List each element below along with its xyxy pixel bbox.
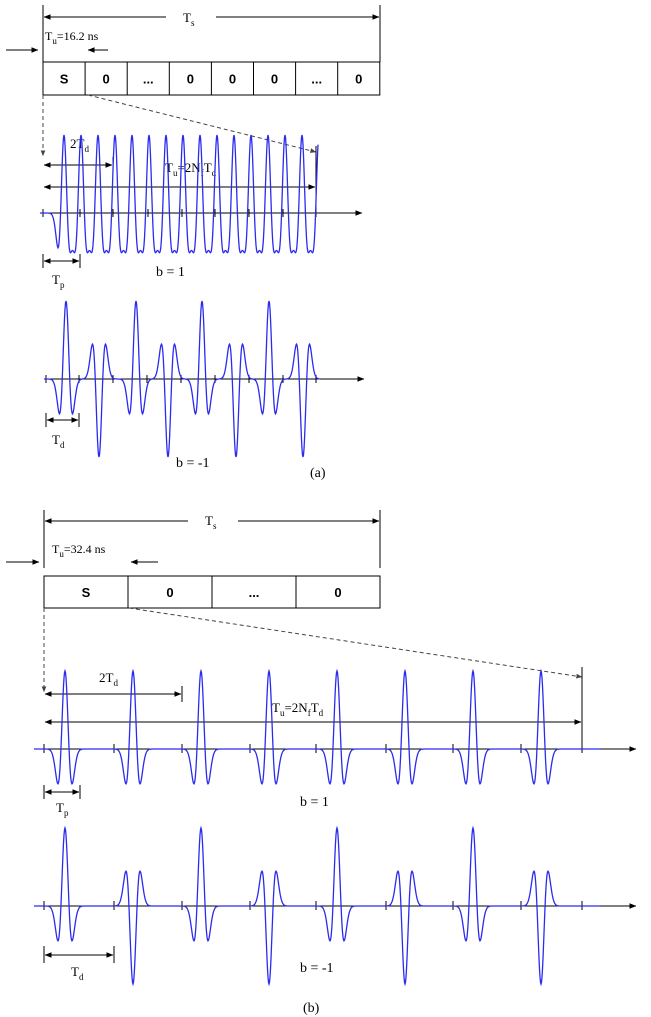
b-tu-label: Tu=32.4 ns [52,542,106,559]
b-td-label: Td [71,964,84,982]
b-caption: (b) [303,1001,320,1016]
b-b-pos-label: b = 1 [300,795,329,810]
a-frame-cell: 0 [103,72,110,87]
a-tu-label: Tu=16.2 ns [45,29,99,46]
b-b1-waveform [34,668,600,785]
b-dashed-right [128,607,583,679]
b-tp-label: Tp [56,800,69,818]
a-caption: (a) [310,466,326,481]
a-frame-cell: 0 [271,72,278,87]
a-bneg-waveform [44,300,320,458]
b-frame: S 0... 0 [43,575,381,609]
b-bneg-waveform [34,825,600,987]
a-frame: S 0... 0 0 0... 0 [42,61,381,96]
b-2td-label: 2Td [99,670,118,688]
a-tu-equation: Tu=2NfTd [165,160,217,178]
b-frame-cell: 0 [166,585,173,600]
a-b-neg-label: b = -1 [176,456,210,471]
a-frame-cell: S [60,72,69,87]
a-b-pos-label: b = 1 [156,265,185,280]
a-frame-cell: ... [311,72,322,87]
a-ts-label: Ts [183,10,195,28]
a-frame-cell: 0 [355,72,362,87]
a-frame-cell: ... [143,72,154,87]
a-b1-waveform [40,134,319,254]
a-frame-cell: 0 [229,72,236,87]
a-dashed-right [87,94,317,153]
b-ts-label: Ts [205,513,217,531]
b-frame-cell: ... [249,585,260,600]
b-frame-cell: S [82,585,91,600]
a-tp-label: Tp [52,272,65,290]
b-b-neg-label: b = -1 [300,961,334,976]
a-frame-cell: 0 [187,72,194,87]
a-td-label: Td [52,432,65,450]
panel-b: Ts Tu=32.4 ns S 0... 0 2Td Tu=2NfTd Tp b =… [6,510,637,1016]
b-tu-equation: Tu=2NfTd [272,700,324,718]
b-frame-cell: 0 [334,585,341,600]
